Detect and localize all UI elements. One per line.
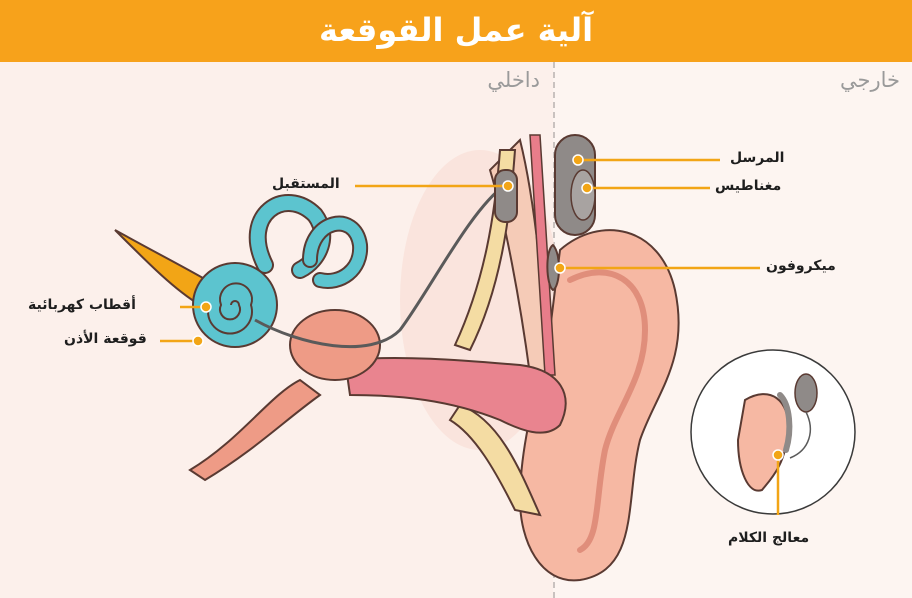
inset-transmitter [795, 374, 817, 412]
electrodes-dot [201, 302, 211, 312]
speech-processor-label: معالج الكلام [728, 530, 809, 546]
receiver-dot [503, 181, 513, 191]
microphone-dot [555, 263, 565, 273]
magnets-dot [582, 183, 592, 193]
receiver-label: المستقبل [272, 176, 340, 192]
cochlea-label: قوقعة الأذن [64, 331, 147, 347]
transmitter-dot [573, 155, 583, 165]
cochlea-dot [193, 336, 203, 346]
electrodes-label: أقطاب كهربائية [28, 297, 136, 313]
internal-receiver [495, 170, 517, 222]
transmitter-label: المرسل [730, 150, 784, 166]
magnets-label: مغناطيس [715, 178, 781, 194]
transmitter-magnet [571, 170, 595, 220]
processor-dot [773, 450, 783, 460]
eustachian-tube [190, 380, 320, 480]
microphone-label: ميكروفون [766, 258, 836, 274]
